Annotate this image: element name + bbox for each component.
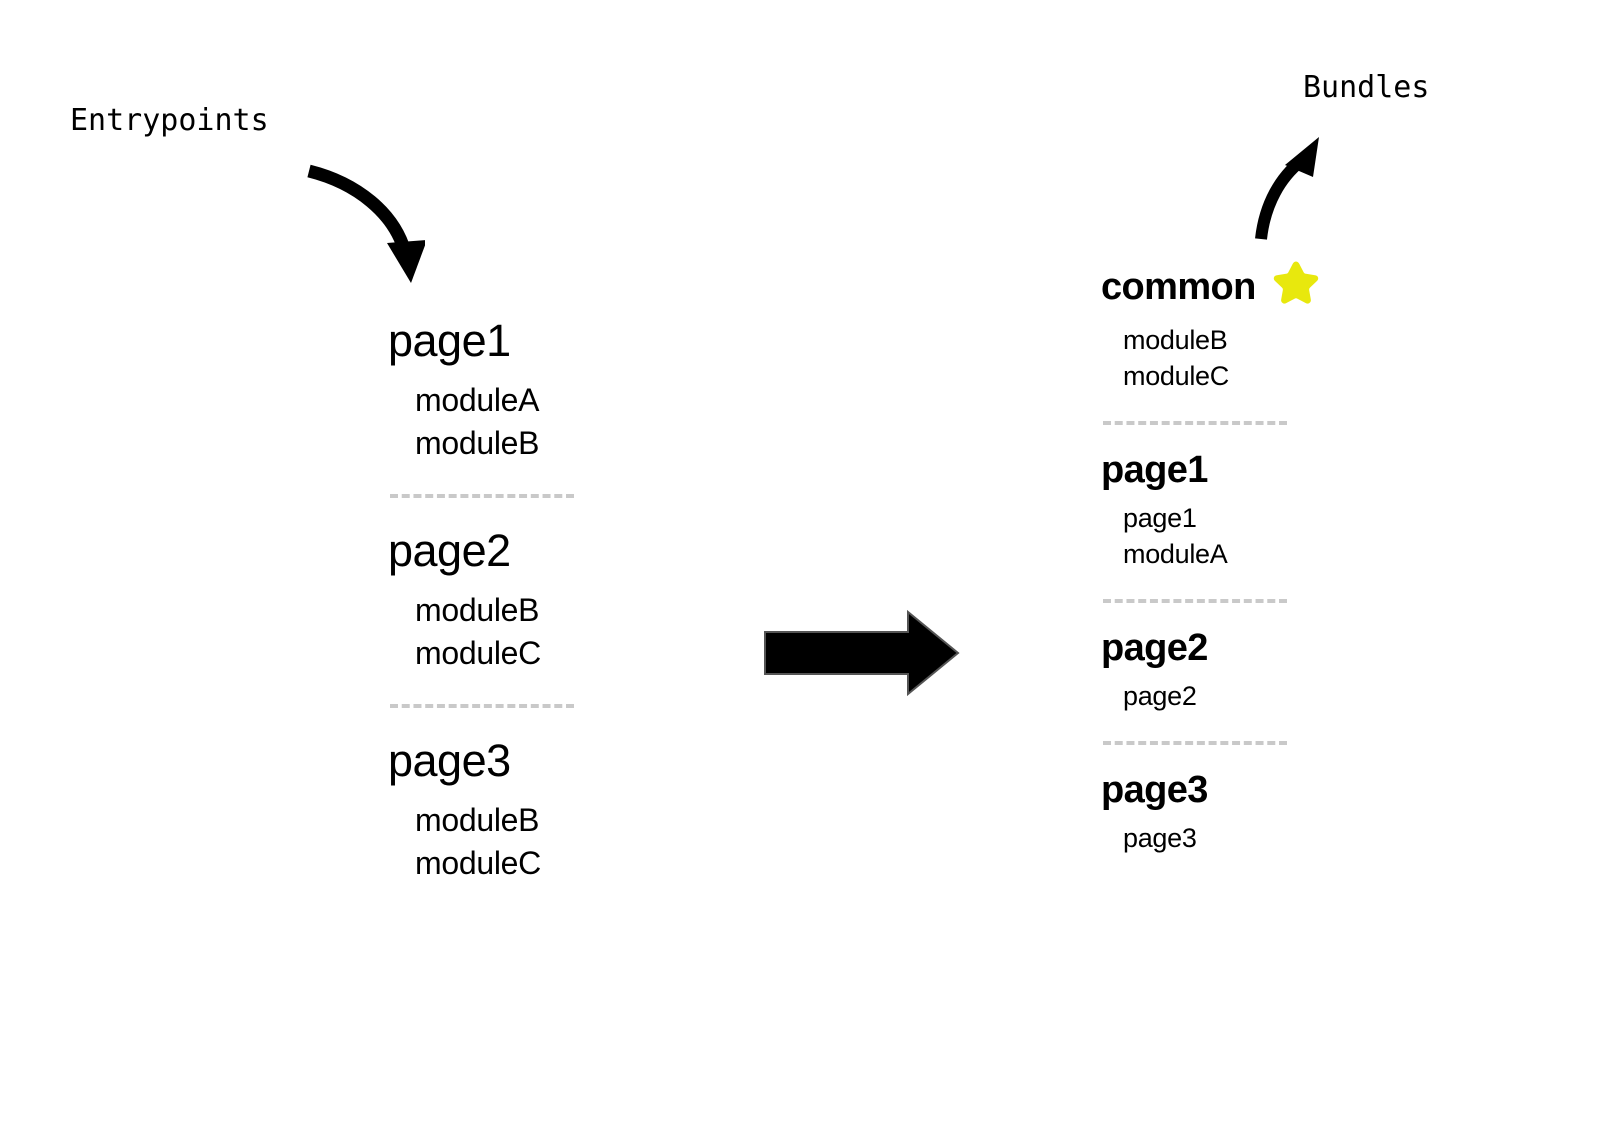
bundle-separator (1103, 740, 1287, 745)
entrypoint-page3-title: page3 (388, 735, 511, 787)
entrypoint-module-item: moduleC (415, 634, 541, 671)
bundle-page3-title: page3 (1101, 768, 1208, 811)
entrypoint-page2-module-list: moduleB moduleC (388, 589, 718, 674)
bundle-module-item: page1 (1123, 502, 1197, 533)
entrypoint-page3-module-list: moduleB moduleC (388, 799, 718, 884)
bundle-page2-title: page2 (1101, 626, 1208, 669)
entrypoint-separator (390, 494, 574, 499)
bundle-module-item: moduleC (1123, 360, 1229, 391)
bundle-common-title: common (1101, 265, 1256, 308)
entrypoint-page2-title: page2 (388, 525, 511, 577)
entrypoints-caption: Entrypoints (70, 103, 269, 138)
entrypoint-module-item: moduleB (415, 592, 540, 629)
bundle-common-module-list: moduleB moduleC (1101, 323, 1431, 395)
curved-arrow-up-right-icon (1225, 125, 1335, 260)
bundle-group-page1: page1 page1 moduleA (1101, 451, 1431, 573)
entrypoint-page1-title: page1 (388, 315, 511, 366)
bundle-page2-module-list: page2 (1101, 679, 1431, 715)
bundles-caption: Bundles (1303, 70, 1430, 105)
bundle-group-page3: page3 page3 (1101, 771, 1431, 857)
entrypoints-column: page1 moduleA moduleB page2 moduleB modu… (388, 318, 718, 884)
bundles-column: common moduleB moduleC page1 page1 modul… (1101, 261, 1431, 857)
entrypoint-group-page3: page3 moduleB moduleC (388, 738, 718, 884)
bundle-module-item: page3 (1123, 822, 1197, 853)
bundle-module-item: moduleB (1123, 325, 1228, 355)
entrypoint-separator (390, 704, 574, 709)
bundle-page1-module-list: page1 moduleA (1101, 501, 1431, 573)
bundle-module-item: moduleA (1123, 538, 1228, 569)
entrypoint-module-item: moduleB (415, 802, 540, 839)
bundle-separator (1103, 420, 1287, 425)
star-icon (1272, 258, 1320, 311)
bundle-group-common: common moduleB moduleC (1101, 261, 1431, 395)
entrypoint-group-page1: page1 moduleA moduleB (388, 318, 718, 464)
block-arrow-right-icon (760, 608, 965, 703)
curved-arrow-down-right-icon (295, 155, 427, 300)
entrypoint-module-item: moduleC (415, 844, 541, 881)
entrypoint-module-item: moduleB (415, 424, 540, 461)
bundle-page3-module-list: page3 (1101, 821, 1431, 857)
bundle-common-title-row: common (1101, 261, 1431, 311)
bundle-module-item: page2 (1123, 680, 1197, 711)
entrypoint-module-item: moduleA (415, 382, 540, 418)
bundle-page1-title: page1 (1101, 448, 1208, 491)
bundle-separator (1103, 598, 1287, 603)
entrypoint-group-page2: page2 moduleB moduleC (388, 528, 718, 674)
bundle-group-page2: page2 page2 (1101, 629, 1431, 715)
entrypoint-page1-module-list: moduleA moduleB (388, 379, 718, 464)
